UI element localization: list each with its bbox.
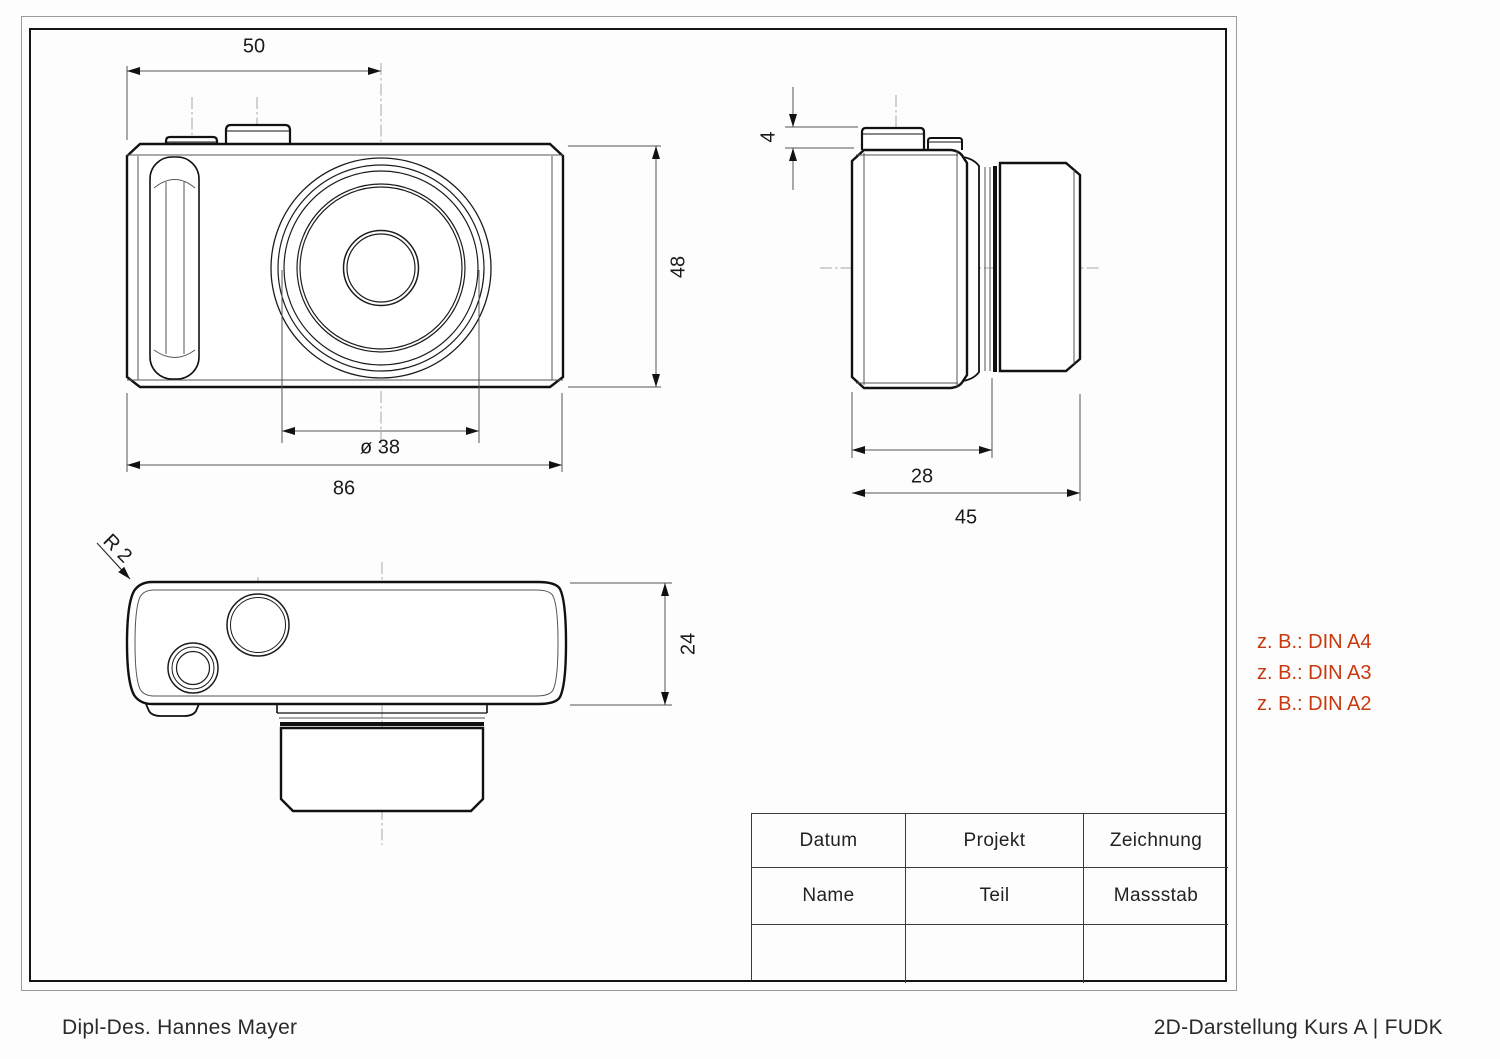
title-block-cell-zeichnung: Zeichnung	[1084, 814, 1228, 868]
dim-front-total-width: 86	[332, 477, 356, 500]
dim-side-total-depth: 45	[954, 506, 978, 529]
title-block-cell-empty-1	[752, 925, 906, 983]
front-body-detail-lines	[127, 154, 563, 381]
title-block-cell-empty-2	[906, 925, 1084, 983]
top-body-inner-line	[134, 589, 559, 697]
title-block-cell-projekt: Projekt	[906, 814, 1084, 868]
dim-top-thickness: 24	[677, 632, 700, 656]
top-side-tab	[145, 703, 200, 717]
dim-front-top-width: 50	[242, 35, 266, 58]
side-view	[785, 87, 1100, 501]
outer-border	[21, 16, 1237, 991]
side-body-outline	[850, 148, 969, 390]
front-grip-detail	[153, 179, 196, 358]
annotation-din-a2: z. B.: DIN A2	[1257, 693, 1372, 715]
title-block-cell-teil: Teil	[906, 868, 1084, 925]
footer-author: Dipl-Des. Hannes Mayer	[62, 1016, 298, 1039]
side-mount-rings	[984, 166, 997, 372]
title-block-cell-empty-3	[1084, 925, 1228, 983]
dim-front-height: 48	[667, 255, 690, 279]
dim-side-button-height: 4	[757, 131, 780, 143]
title-block-cell-massstab: Massstab	[1084, 868, 1228, 925]
side-button-small	[927, 137, 963, 150]
annotation-din-a4: z. B.: DIN A4	[1257, 631, 1372, 653]
front-view	[125, 63, 661, 472]
side-body-detail-lines	[856, 151, 958, 387]
top-lens-barrel	[276, 704, 488, 813]
title-block: Datum Projekt Zeichnung Name Teil Massst…	[751, 813, 1228, 983]
top-view	[96, 542, 672, 845]
title-block-cell-datum: Datum	[752, 814, 906, 868]
front-lens-rings	[270, 157, 492, 379]
side-button-large	[860, 126, 926, 150]
front-grip	[149, 156, 200, 380]
side-dimension-lines	[785, 87, 1081, 501]
side-lens-barrel	[998, 161, 1082, 373]
top-buttons	[167, 593, 290, 694]
annotation-din-a3: z. B.: DIN A3	[1257, 662, 1372, 684]
din-format-annotations: z. B.: DIN A4 z. B.: DIN A3 z. B.: DIN A…	[1257, 627, 1371, 720]
top-dimension-lines	[96, 542, 672, 706]
front-dimension-lines	[126, 66, 661, 472]
footer-course: 2D-Darstellung Kurs A | FUDK	[1153, 1016, 1443, 1039]
dim-side-body-depth: 28	[910, 465, 934, 488]
title-block-cell-name: Name	[752, 868, 906, 925]
inner-border	[29, 28, 1227, 982]
dim-front-lens-diameter: ø 38	[359, 436, 401, 459]
